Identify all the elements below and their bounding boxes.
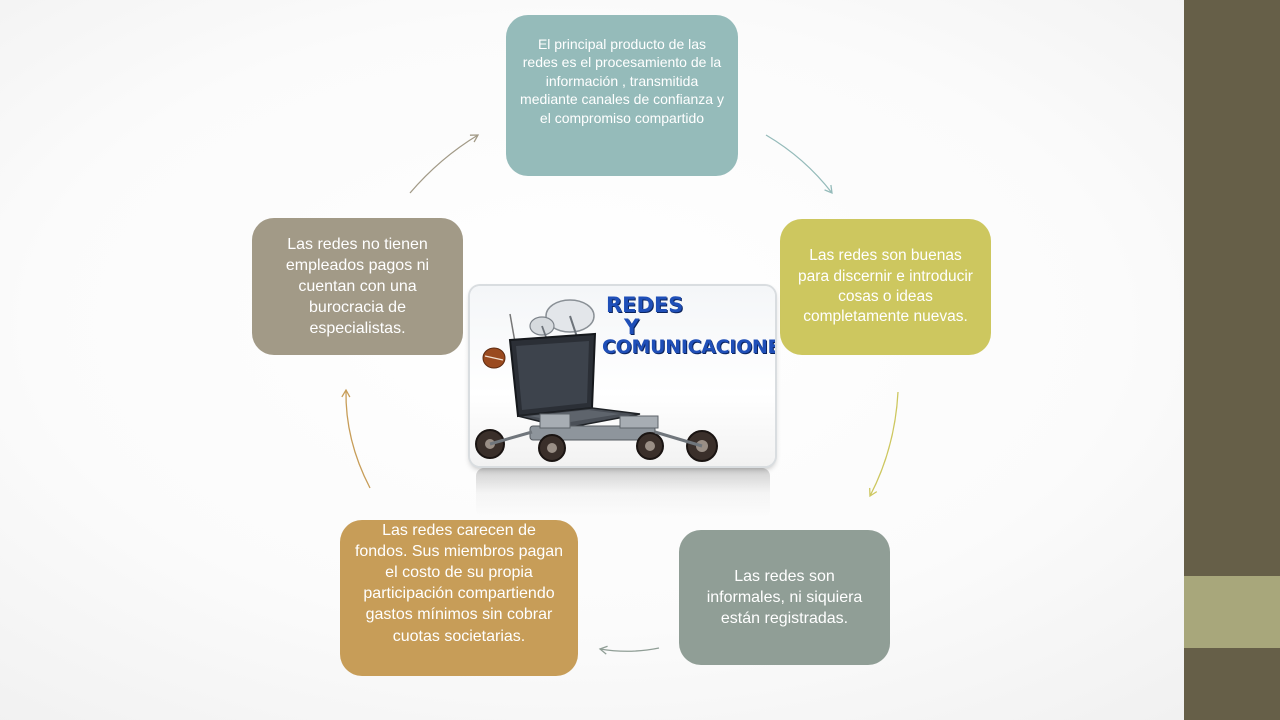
center-image-title-line3: COMUNICACIONES [602, 336, 775, 359]
cycle-node-3-text: Las redes son informales, ni siquiera es… [706, 567, 863, 628]
decorative-sidebar-accent [1184, 576, 1280, 648]
arrow-n2-to-n3 [869, 391, 899, 498]
cycle-node-2-text: Las redes son buenas para discernir e in… [798, 247, 973, 326]
center-image: REDES Y COMUNICACIONES [470, 286, 775, 466]
arrow-n3-to-n4 [598, 645, 660, 655]
center-image-title-line1: REDES [606, 293, 684, 317]
cycle-node-1: El principal producto de las redes es el… [506, 15, 738, 176]
arrow-n4-to-n5 [341, 388, 371, 489]
center-image-title: REDES Y COMUNICACIONES [602, 293, 775, 359]
cycle-node-4: Las redes carecen de fondos. Sus miembro… [340, 520, 578, 676]
cycle-node-1-text: El principal producto de las redes es el… [520, 36, 724, 126]
cycle-node-2: Las redes son buenas para discernir e in… [780, 219, 991, 355]
laptop-robot-illustration [475, 299, 718, 462]
slide: El principal producto de las redes es el… [252, 15, 991, 676]
cycle-arrows [341, 134, 899, 655]
arrow-n5-to-n1 [409, 134, 480, 194]
cycle-node-4-text: Las redes carecen de fondos. Sus miembro… [354, 522, 564, 645]
arrow-n1-to-n2 [765, 134, 833, 195]
cycle-node-5: Las redes no tienen empleados pagos ni c… [252, 218, 463, 355]
cycle-node-5-text: Las redes no tienen empleados pagos ni c… [285, 235, 430, 338]
center-image-reflection [476, 468, 770, 518]
cycle-node-3: Las redes son informales, ni siquiera es… [679, 530, 890, 665]
center-image-title-line2: Y [624, 315, 640, 340]
